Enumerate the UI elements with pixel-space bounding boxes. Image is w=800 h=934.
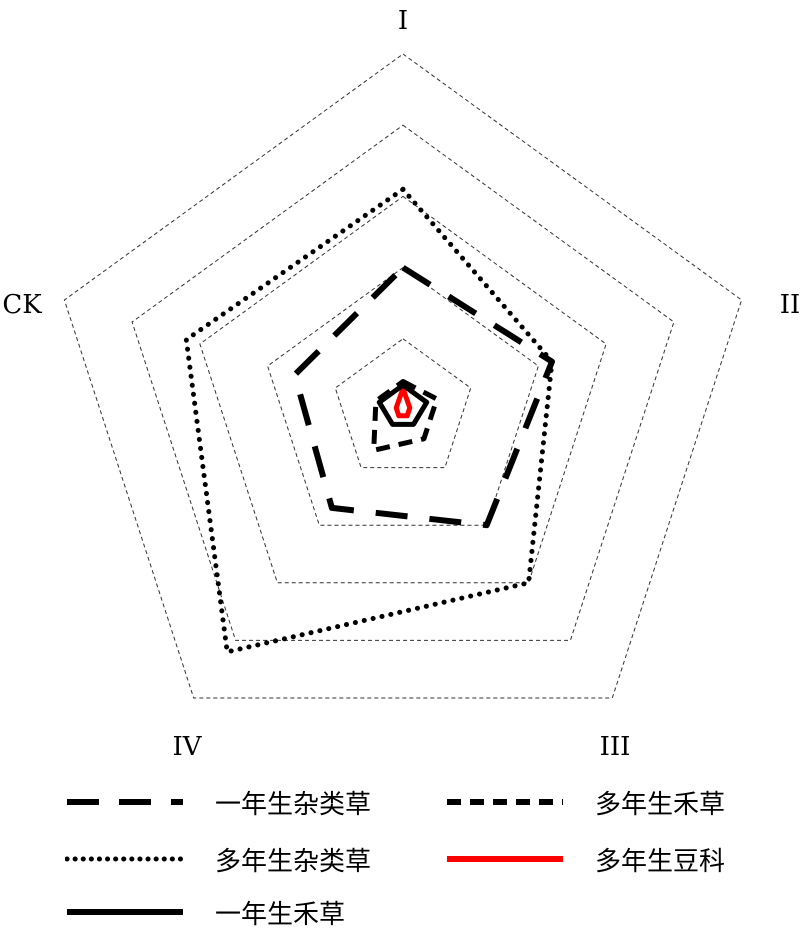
axis-label-1: II bbox=[780, 290, 800, 320]
axis-label-0: I bbox=[398, 6, 408, 36]
legend-item-perennial-legumes: 多年生豆科 bbox=[445, 837, 725, 881]
legend-label: 多年生豆科 bbox=[595, 846, 726, 877]
series-line-1 bbox=[371, 379, 440, 453]
legend-item-perennial-grasses: 多年生禾草 bbox=[445, 780, 725, 824]
grid-ring bbox=[334, 338, 472, 469]
axis-label-2: III bbox=[600, 732, 631, 762]
grid-ring bbox=[131, 124, 675, 641]
series-line-3 bbox=[393, 386, 413, 419]
grid-ring bbox=[199, 195, 607, 584]
axis-label-4: CK bbox=[2, 290, 42, 320]
axis-label-3: IV bbox=[172, 732, 202, 762]
legend-label: 一年生禾草 bbox=[215, 899, 346, 930]
legend-swatch bbox=[67, 909, 183, 915]
series-line-0 bbox=[291, 264, 555, 529]
legend-swatch bbox=[65, 856, 185, 862]
grid-ring bbox=[63, 53, 743, 699]
radar-grid bbox=[63, 53, 743, 699]
legend-item-annual-grasses: 一年生禾草 bbox=[65, 890, 345, 934]
legend-label: 多年生禾草 bbox=[595, 789, 726, 820]
legend-swatch bbox=[447, 856, 563, 862]
legend-label: 一年生杂类草 bbox=[215, 789, 372, 820]
grid-ring bbox=[267, 266, 539, 526]
series-line-2 bbox=[183, 186, 555, 655]
legend: 一年生杂类草 多年生禾草 多年生杂类草 多年生豆科 一年生禾草 bbox=[0, 770, 800, 930]
legend-item-perennial-forbs: 多年生杂类草 bbox=[65, 837, 371, 881]
legend-swatch bbox=[447, 799, 563, 805]
legend-label: 多年生杂类草 bbox=[215, 846, 372, 877]
series-line-4 bbox=[376, 382, 430, 427]
radar-series bbox=[183, 186, 555, 655]
legend-swatch bbox=[67, 799, 183, 805]
legend-item-annual-forbs: 一年生杂类草 bbox=[65, 780, 371, 824]
